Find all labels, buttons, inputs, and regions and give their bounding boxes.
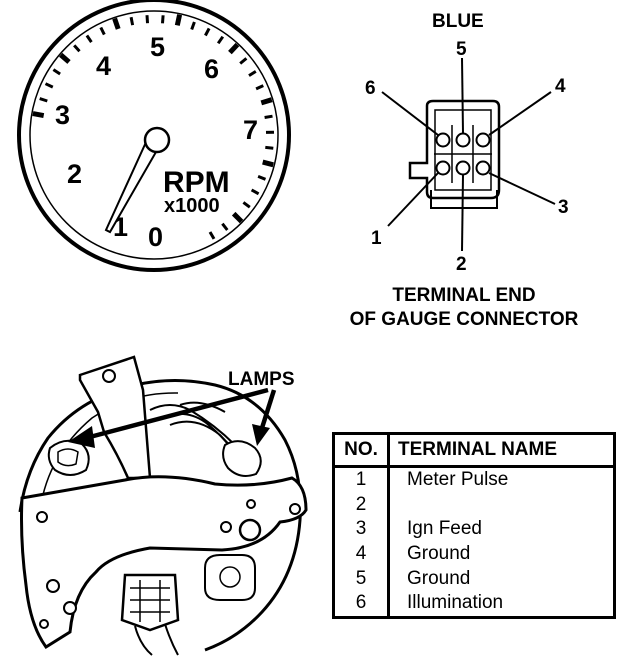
terminal-number: 5 bbox=[334, 566, 389, 591]
leader-line-pin-5 bbox=[462, 58, 463, 133]
plate-hole bbox=[64, 602, 76, 614]
table-row: 1 Meter Pulse bbox=[334, 467, 615, 493]
pin-label-3: 3 bbox=[558, 197, 569, 218]
terminal-name bbox=[389, 493, 615, 518]
dial-number-0: 0 bbox=[148, 222, 163, 252]
gauge-tick bbox=[131, 17, 133, 25]
tachometer-gauge: 0 1 2 3 4 5 6 7 RPM x1000 bbox=[19, 0, 289, 270]
dial-number-2: 2 bbox=[67, 159, 82, 189]
pin-label-6: 6 bbox=[365, 78, 376, 99]
connector-color-label: BLUE bbox=[432, 11, 484, 32]
table-row: 6 Illumination bbox=[334, 591, 615, 617]
terminal-name: Ground bbox=[389, 566, 615, 591]
connector-pin-2 bbox=[457, 162, 470, 175]
plate-hole bbox=[290, 504, 300, 514]
needle-hub bbox=[145, 128, 169, 152]
terminal-name: Illumination bbox=[389, 591, 615, 617]
table-row: 5 Ground bbox=[334, 566, 615, 591]
lower-socket-core bbox=[220, 567, 240, 587]
dial-number-7: 7 bbox=[243, 115, 258, 145]
lamps-arrowhead-right bbox=[252, 424, 270, 446]
terminal-number: 3 bbox=[334, 517, 389, 542]
leader-line-pin-2 bbox=[462, 175, 463, 251]
pin-label-1: 1 bbox=[371, 228, 382, 249]
connector-pin-6 bbox=[437, 134, 450, 147]
dial-number-6: 6 bbox=[204, 54, 219, 84]
table-row: 3 Ign Feed bbox=[334, 517, 615, 542]
plate-hole bbox=[37, 512, 47, 522]
plate-hole bbox=[247, 500, 255, 508]
gauge-tick bbox=[265, 116, 273, 117]
connector-housing bbox=[410, 101, 499, 198]
gauge-tick bbox=[265, 147, 273, 148]
header-number: NO. bbox=[334, 434, 389, 467]
gauge-tick bbox=[147, 15, 148, 23]
gauge-tick bbox=[261, 100, 272, 103]
lamp-socket-right bbox=[223, 441, 261, 476]
cluster-rear-view: LAMPS bbox=[20, 357, 306, 655]
terminal-number: 4 bbox=[334, 542, 389, 567]
terminal-table: NO. TERMINAL NAME 1 Meter Pulse 2 3 Ign … bbox=[332, 432, 616, 619]
table-row: 2 bbox=[334, 493, 615, 518]
terminal-number: 1 bbox=[334, 467, 389, 493]
table-row: 4 Ground bbox=[334, 542, 615, 567]
pin-label-5: 5 bbox=[456, 39, 467, 60]
terminal-table-header-row: NO. TERMINAL NAME bbox=[334, 434, 615, 467]
lamp-socket-left bbox=[49, 441, 89, 475]
header-terminal-name: TERMINAL NAME bbox=[389, 434, 615, 467]
connector-pin-5 bbox=[457, 134, 470, 147]
gauge-tick bbox=[33, 114, 44, 116]
plate-mount-hole bbox=[240, 520, 260, 540]
gauge-connector-diagram: BLUE 5 6 4 1 2 3 TERMINAL END OF GAUGE C… bbox=[350, 11, 579, 330]
connector-caption-line2: OF GAUGE CONNECTOR bbox=[350, 309, 579, 330]
terminal-name: Meter Pulse bbox=[389, 467, 615, 493]
bracket-hole bbox=[103, 370, 115, 382]
connector-pin-4 bbox=[477, 134, 490, 147]
plate-hole bbox=[221, 522, 231, 532]
dial-number-3: 3 bbox=[55, 100, 70, 130]
multiplier-label: x1000 bbox=[164, 195, 220, 217]
plate-hole bbox=[47, 580, 59, 592]
pin-label-2: 2 bbox=[456, 254, 467, 275]
gauge-tick bbox=[163, 15, 164, 23]
gauge-tick bbox=[177, 15, 179, 26]
terminal-name: Ign Feed bbox=[389, 517, 615, 542]
lamps-label: LAMPS bbox=[228, 369, 295, 390]
terminal-name: Ground bbox=[389, 542, 615, 567]
pin-label-4: 4 bbox=[555, 76, 566, 97]
dial-number-5: 5 bbox=[150, 32, 165, 62]
terminal-number: 6 bbox=[334, 591, 389, 617]
connector-pin-3 bbox=[477, 162, 490, 175]
cluster-connector-plug bbox=[122, 575, 178, 630]
connector-caption-line1: TERMINAL END bbox=[392, 285, 535, 306]
gauge-tick bbox=[263, 162, 274, 165]
plate-hole bbox=[40, 620, 48, 628]
connector-pin-1 bbox=[437, 162, 450, 175]
terminal-number: 2 bbox=[334, 493, 389, 518]
dial-number-4: 4 bbox=[96, 51, 111, 81]
gauge-tick bbox=[115, 19, 119, 29]
